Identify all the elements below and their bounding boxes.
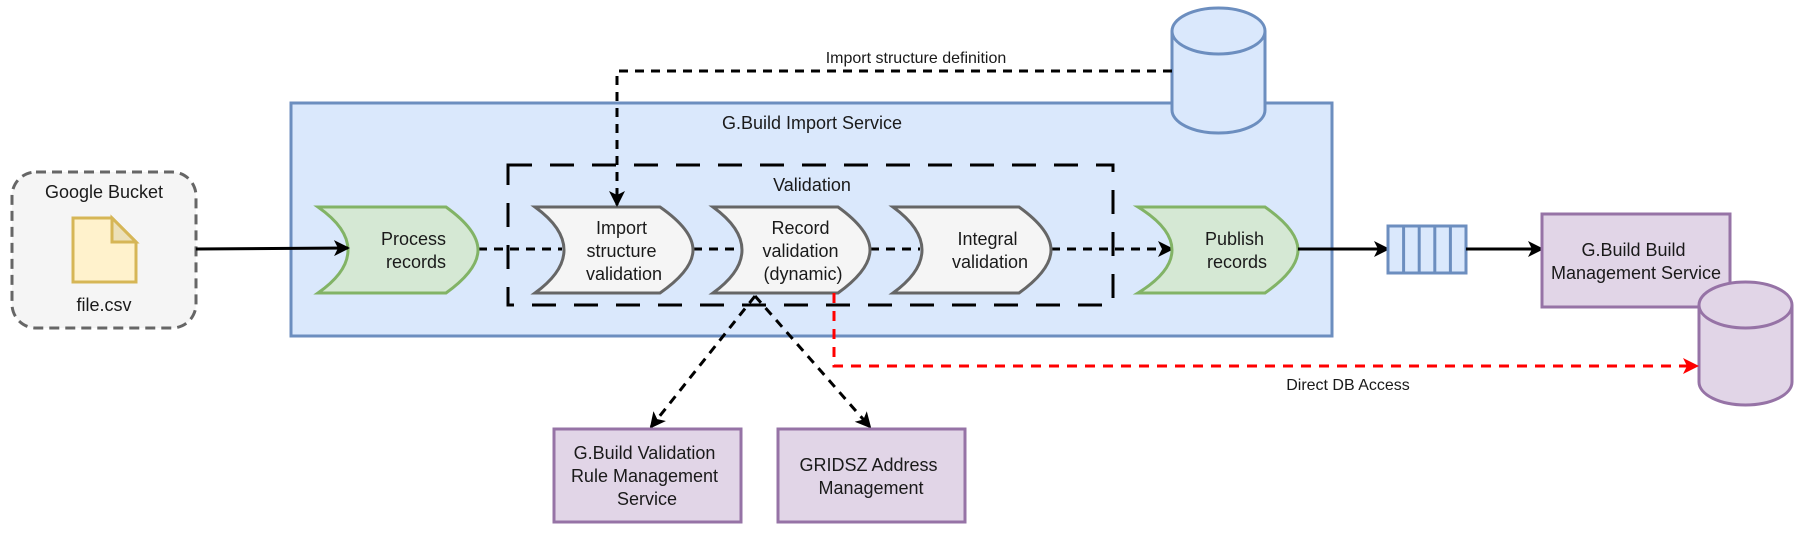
svg-text:Record validation: Record validation (dynamic) <box>762 218 843 284</box>
validation-group-label: Validation <box>773 175 851 195</box>
step-import-structure-validation[interactable]: Import structure validation <box>530 205 695 295</box>
build-management-line2: Management Service <box>1551 263 1721 283</box>
step-record-validation[interactable]: Record validation (dynamic) <box>708 205 872 295</box>
edge-direct-db-access <box>832 293 1699 374</box>
google-bucket-label: Google Bucket <box>45 182 163 202</box>
svg-text:Process records: Process records <box>381 229 451 272</box>
database-icon[interactable] <box>1170 6 1267 135</box>
edge-structure-definition-label: Import structure definition <box>826 50 1007 67</box>
gridsz-line2: Management <box>818 478 923 498</box>
step-process-records-line2: records <box>386 252 446 272</box>
validation-rule-line2: Rule Management <box>571 466 718 486</box>
step-record-validation-line1: Record <box>771 218 829 238</box>
validation-rule-line1: G.Build Validation <box>574 443 716 463</box>
svg-text:G.Build Build Management: G.Build Build Management Service <box>1551 240 1721 283</box>
edge-bucket-to-process <box>195 240 350 257</box>
step-record-validation-line3: (dynamic) <box>763 264 842 284</box>
step-integral-validation-line1: Integral <box>957 229 1017 249</box>
svg-text:G.Build Validation Rule: G.Build Validation Rule Management Servi… <box>571 443 723 509</box>
step-import-structure-line3: validation <box>586 264 662 284</box>
gridsz-address-management[interactable]: GRIDSZ Address Management <box>776 427 967 524</box>
step-record-validation-line2: validation <box>762 241 838 261</box>
step-process-records-line1: Process <box>381 229 446 249</box>
gridsz-line1: GRIDSZ Address <box>799 455 937 475</box>
step-import-structure-line1: Import <box>596 218 647 238</box>
svg-text:Import structure v: Import structure validation <box>586 218 662 284</box>
step-publish-records-line2: records <box>1207 252 1267 272</box>
import-service-label: G.Build Import Service <box>722 113 902 133</box>
step-process-records[interactable]: Process records <box>313 205 480 295</box>
edge-record-to-gridsz <box>753 295 872 429</box>
step-integral-validation[interactable]: Integral validation <box>888 205 1053 295</box>
svg-text:Integral validation: Integral validation <box>952 229 1028 272</box>
edge-record-to-validation-rule-service <box>649 295 757 429</box>
step-import-structure-line2: structure <box>586 241 656 261</box>
edge-direct-db-access-label: Direct DB Access <box>1286 377 1410 394</box>
step-publish-records-line1: Publish <box>1205 229 1264 249</box>
validation-rule-line3: Service <box>617 489 677 509</box>
message-queue-icon[interactable] <box>1386 224 1468 275</box>
build-management-service[interactable]: G.Build Build Management Service <box>1540 212 1732 309</box>
google-bucket[interactable]: Google Bucket file.csv <box>10 170 198 330</box>
step-integral-validation-line2: validation <box>952 252 1028 272</box>
svg-text:GRIDSZ Address Managemen: GRIDSZ Address Management <box>799 455 942 498</box>
edge-structure-definition <box>609 69 1172 207</box>
validation-rule-management-service[interactable]: G.Build Validation Rule Management Servi… <box>552 427 743 524</box>
file-icon[interactable] <box>71 214 140 284</box>
validation-group[interactable] <box>506 163 1115 307</box>
svg-text:Publish records: Publish records <box>1205 229 1269 272</box>
file-label: file.csv <box>76 295 131 315</box>
step-publish-records[interactable]: Publish records <box>1132 205 1300 295</box>
build-management-database-icon[interactable] <box>1697 280 1794 407</box>
build-management-line1: G.Build Build <box>1581 240 1685 260</box>
